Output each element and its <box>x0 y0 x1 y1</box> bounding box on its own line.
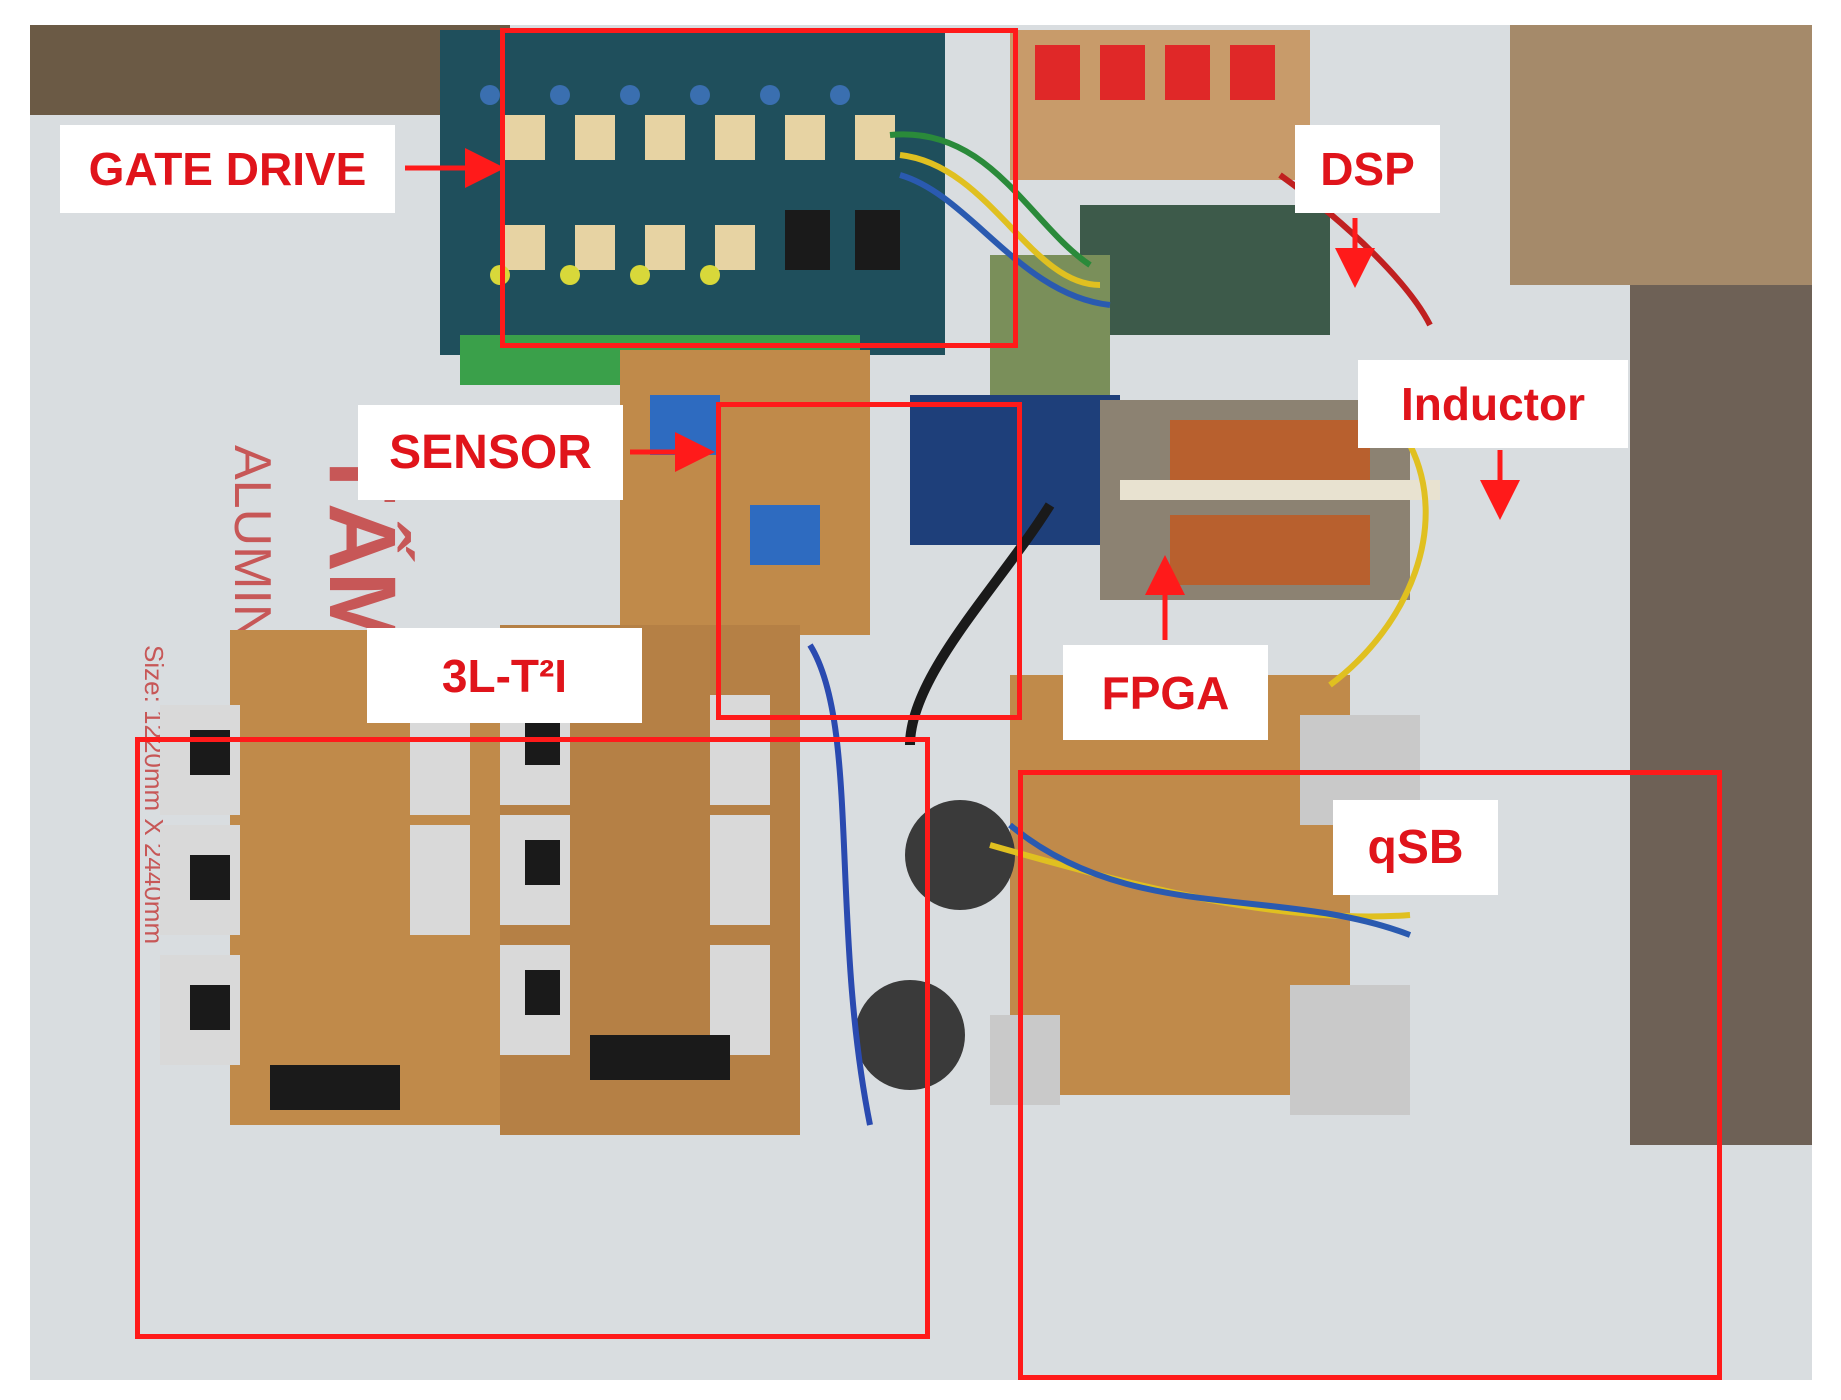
gate-drive-pcb <box>440 30 945 355</box>
dsp-interface-board <box>990 255 1110 395</box>
gate-drive-components <box>480 85 900 285</box>
fpga-label: FPGA <box>1063 645 1268 740</box>
fpga-board <box>910 395 1120 545</box>
wall-background <box>1510 25 1812 285</box>
dsp-board <box>1080 205 1330 335</box>
inverter-box <box>135 737 930 1339</box>
sensor-box <box>716 402 1022 720</box>
dsp-label: DSP <box>1295 125 1440 213</box>
hardware-photo: TẤM ỐP ALUMINUM COM Size: 1220mm X 2440m… <box>30 25 1812 1380</box>
qsb-label: qSB <box>1333 800 1498 895</box>
gate-drive-label: GATE DRIVE <box>60 125 395 213</box>
terminal-block-left <box>270 1065 400 1110</box>
inductor-winding-bottom <box>1170 515 1370 585</box>
sensor-label: SENSOR <box>358 405 623 500</box>
capacitor-1 <box>905 800 1015 910</box>
terminal-block-right <box>590 1035 730 1080</box>
capacitor-2 <box>855 980 965 1090</box>
qsb-box <box>1018 770 1722 1380</box>
inverter-label: 3L-T²I <box>367 628 642 723</box>
qsb-heatsink-right <box>1290 985 1410 1115</box>
gate-drive-box <box>500 28 1018 348</box>
inductor-label: Inductor <box>1358 360 1628 448</box>
inductor-rod <box>1120 480 1440 500</box>
wires <box>807 131 1433 1126</box>
inductor-winding-top <box>1170 420 1370 490</box>
qsb-heatsink-bottom <box>990 1015 1060 1105</box>
wood-background <box>30 25 510 115</box>
